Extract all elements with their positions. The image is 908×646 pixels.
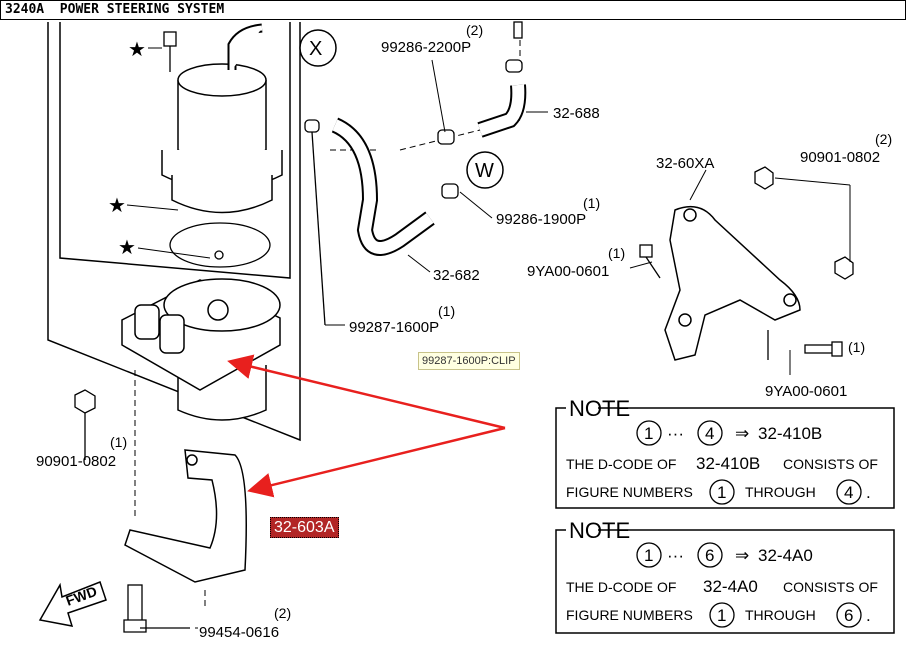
svg-text:99286-2200P: 99286-2200P — [381, 39, 471, 56]
svg-text:1: 1 — [644, 546, 653, 565]
svg-text:(1): (1) — [583, 195, 600, 211]
svg-text:★: ★ — [108, 195, 126, 217]
svg-text:9YA00-0601: 9YA00-0601 — [527, 263, 609, 280]
svg-text:32-682: 32-682 — [433, 267, 480, 284]
bracket-32-603A — [124, 449, 247, 583]
svg-text:.: . — [866, 483, 871, 502]
highlighted-part-label[interactable]: 32-603A — [270, 517, 339, 538]
svg-text:(1): (1) — [848, 339, 865, 355]
svg-text:CONSISTS OF: CONSISTS OF — [783, 579, 878, 595]
svg-text:(2): (2) — [274, 605, 291, 621]
svg-text:9YA00-0601: 9YA00-0601 — [765, 383, 847, 400]
svg-text:32-410B: 32-410B — [696, 454, 760, 473]
svg-text:99286-1900P: 99286-1900P — [496, 211, 586, 228]
reservoir-tank — [161, 23, 283, 214]
note-box-1: NOTE 1 ··· 4 ⇒ 32-410B THE D-CODE OF 32-… — [555, 396, 895, 509]
svg-text:⇒: ⇒ — [735, 424, 749, 443]
callout-x: X — [299, 29, 337, 67]
pump-body — [121, 278, 281, 421]
svg-text:NOTE: NOTE — [569, 518, 630, 543]
bolt-top — [163, 31, 177, 72]
note-box-2: NOTE 1 ··· 6 ⇒ 32-4A0 THE D-CODE OF 32-4… — [555, 518, 895, 634]
svg-text:(1): (1) — [608, 245, 625, 261]
hose-32-682 — [331, 117, 435, 256]
pump-assembly-outline — [47, 22, 301, 442]
part-tooltip: 99287-1600P:CLIP — [418, 352, 520, 370]
svg-text:.: . — [866, 606, 871, 625]
svg-text:★: ★ — [128, 39, 146, 61]
clips — [304, 21, 523, 326]
svg-text:X: X — [309, 38, 322, 60]
svg-text:THROUGH: THROUGH — [745, 607, 816, 623]
svg-text:(1): (1) — [438, 303, 455, 319]
svg-text:1: 1 — [717, 606, 726, 625]
fwd-arrow-icon: FWD — [38, 581, 107, 627]
callout-w: W — [466, 151, 504, 189]
svg-text:(2): (2) — [875, 131, 892, 147]
hose-32-688 — [477, 84, 527, 138]
leader-lines — [126, 47, 851, 629]
svg-text:(1): (1) — [110, 434, 127, 450]
svg-text:90901-0802: 90901-0802 — [800, 149, 880, 166]
svg-text:99287-1600P: 99287-1600P — [349, 319, 439, 336]
svg-text:32-688: 32-688 — [553, 105, 600, 122]
svg-text:···: ··· — [667, 546, 684, 565]
bolt-99454-0616 — [123, 584, 190, 633]
svg-text:FIGURE NUMBERS: FIGURE NUMBERS — [566, 484, 693, 500]
svg-text:(2): (2) — [466, 22, 483, 38]
red-pointer-arrows — [227, 354, 506, 498]
svg-text:99454-0616: 99454-0616 — [199, 624, 279, 641]
svg-text:NOTE: NOTE — [569, 396, 630, 421]
svg-text:6: 6 — [705, 546, 714, 565]
svg-text:★: ★ — [118, 237, 136, 259]
nut-90901-0802-left — [74, 389, 96, 460]
svg-text:W: W — [475, 160, 494, 182]
o-ring-gasket — [169, 222, 271, 268]
svg-text:32-60XA: 32-60XA — [656, 155, 714, 172]
svg-text:···: ··· — [667, 424, 684, 443]
svg-text:1: 1 — [644, 424, 653, 443]
part-labels: (2) 99286-2200P 32-688 (1) 99286-1900P 3… — [36, 22, 892, 641]
svg-text:THROUGH: THROUGH — [745, 484, 816, 500]
svg-text:FIGURE NUMBERS: FIGURE NUMBERS — [566, 607, 693, 623]
svg-text:32-4A0: 32-4A0 — [703, 577, 758, 596]
svg-text:4: 4 — [705, 424, 714, 443]
svg-text:1: 1 — [717, 483, 726, 502]
svg-text:⇒: ⇒ — [735, 546, 749, 565]
bolts-right — [639, 166, 854, 360]
svg-text:6: 6 — [844, 606, 853, 625]
svg-text:32-410B: 32-410B — [758, 424, 822, 443]
svg-text:CONSISTS OF: CONSISTS OF — [783, 456, 878, 472]
svg-text:32-4A0: 32-4A0 — [758, 546, 813, 565]
svg-text:THE D-CODE OF: THE D-CODE OF — [566, 579, 676, 595]
title-bar: 3240A POWER STEERING SYSTEM — [0, 0, 906, 20]
svg-text:4: 4 — [844, 483, 853, 502]
svg-text:THE D-CODE OF: THE D-CODE OF — [566, 456, 676, 472]
page-title: 3240A POWER STEERING SYSTEM — [5, 2, 225, 17]
svg-text:90901-0802: 90901-0802 — [36, 453, 116, 470]
bracket-32-60XA — [664, 205, 801, 361]
star-icon: ★ ★ ★ — [108, 39, 146, 259]
